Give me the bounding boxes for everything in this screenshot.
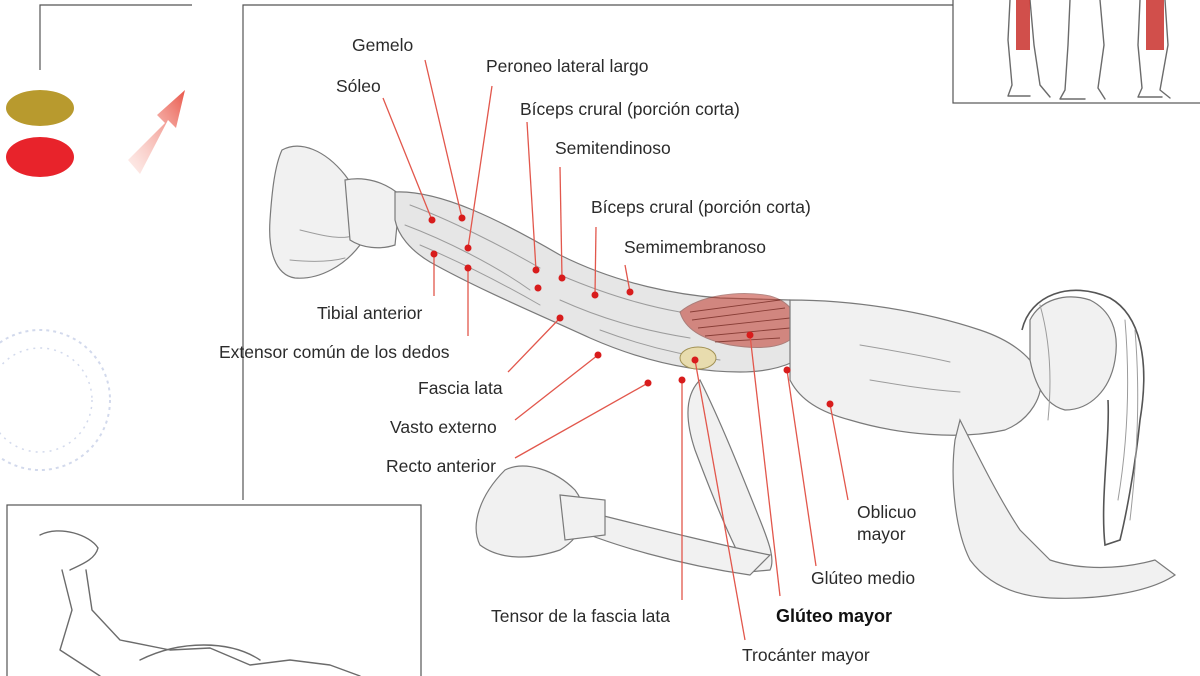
dot-tibial	[431, 251, 438, 258]
dot-extra	[535, 285, 542, 292]
inset-figure-top-right	[953, 0, 1200, 103]
trochanter-marker	[680, 347, 716, 369]
dot-recto	[645, 380, 652, 387]
label-tensor: Tensor de la fascia lata	[491, 606, 670, 626]
label-biceps-top: Bíceps crural (porción corta)	[520, 99, 740, 119]
leader-vasto	[515, 355, 598, 420]
kneeling-sock	[560, 495, 605, 540]
legend-swatch-gold	[6, 90, 74, 126]
legend-area	[6, 5, 192, 177]
label-tibial: Tibial anterior	[317, 303, 423, 323]
leader-gemelo	[425, 60, 462, 218]
label-fascia: Fascia lata	[418, 378, 503, 398]
dot-semitendinoso	[559, 275, 566, 282]
label-recto: Recto anterior	[386, 456, 496, 476]
label-gluteo-medio: Glúteo medio	[811, 568, 915, 588]
dot-fascia	[557, 315, 564, 322]
label-vasto: Vasto externo	[390, 417, 497, 437]
head	[1030, 297, 1116, 410]
direction-arrow-icon	[128, 90, 185, 174]
label-peroneo: Peroneo lateral largo	[486, 56, 648, 76]
dot-biceps-top	[533, 267, 540, 274]
torso	[790, 300, 1041, 435]
legend-swatch-red	[6, 137, 74, 177]
dot-gluteo-mayor	[747, 332, 754, 339]
dot-semimembranoso	[627, 289, 634, 296]
label-oblicuo-line1: Oblicuo	[857, 502, 916, 522]
corner-bracket	[40, 5, 192, 70]
dot-tensor	[679, 377, 686, 384]
dot-extensor	[465, 265, 472, 272]
dot-trocanter	[692, 357, 699, 364]
dot-gluteo-medio	[784, 367, 791, 374]
dot-peroneo	[465, 245, 472, 252]
label-extensor: Extensor común de los dedos	[219, 342, 450, 362]
dot-biceps-mid	[592, 292, 599, 299]
label-gemelo: Gemelo	[352, 35, 413, 55]
label-gluteo-mayor: Glúteo mayor	[776, 606, 892, 626]
label-biceps-mid: Bíceps crural (porción corta)	[591, 197, 811, 217]
label-semimembranoso: Semimembranoso	[624, 237, 766, 257]
leader-fascia	[508, 318, 560, 372]
label-oblicuo-line2: mayor	[857, 524, 906, 544]
forearms	[953, 420, 1175, 598]
inset-figure-bottom-left	[7, 505, 421, 676]
leader-recto	[515, 383, 648, 458]
dot-soleo	[429, 217, 436, 224]
dot-oblicuo	[827, 401, 834, 408]
faded-stamp-seal	[0, 330, 110, 470]
label-soleo: Sóleo	[336, 76, 381, 96]
dot-vasto	[595, 352, 602, 359]
raised-sock	[345, 179, 400, 248]
label-trocanter: Trocánter mayor	[742, 645, 870, 665]
dot-gemelo	[459, 215, 466, 222]
label-semitendinoso: Semitendinoso	[555, 138, 671, 158]
